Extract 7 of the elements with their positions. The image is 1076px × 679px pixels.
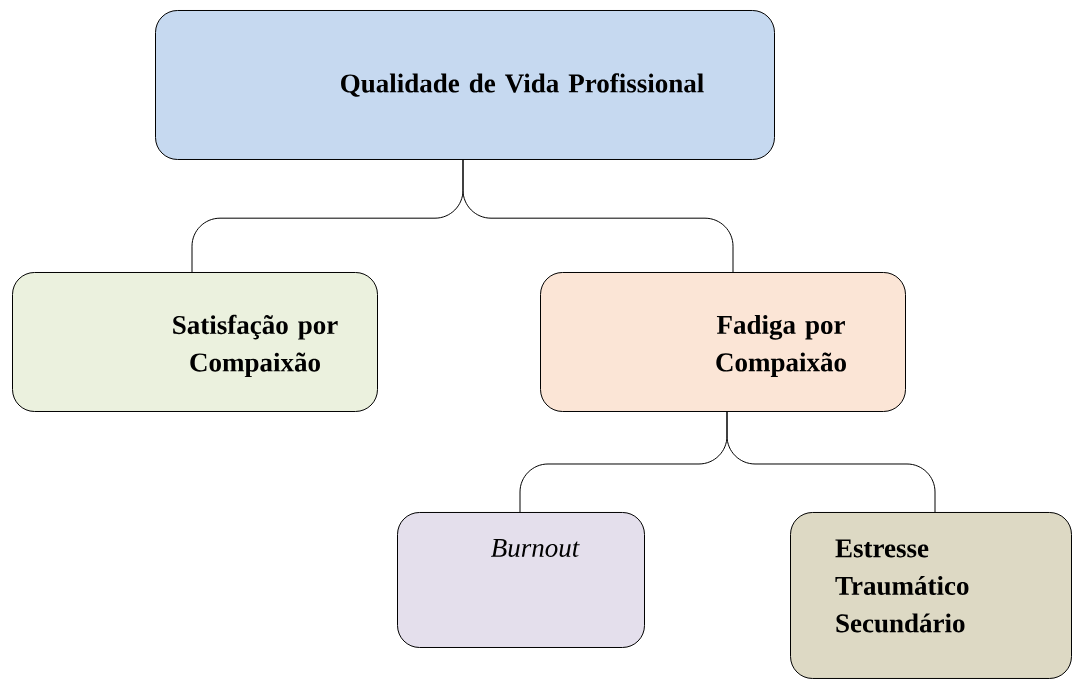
connector-line (726, 411, 936, 513)
process-box: Burnout (397, 512, 645, 648)
process-box: Satisfação por Compaixão (12, 272, 378, 412)
process-box: Estresse Traumático Secundário (790, 512, 1072, 679)
process-box: Qualidade de Vida Profissional (155, 10, 775, 160)
connector-line (462, 159, 734, 273)
process-box: Fadiga por Compaixão (540, 272, 906, 412)
